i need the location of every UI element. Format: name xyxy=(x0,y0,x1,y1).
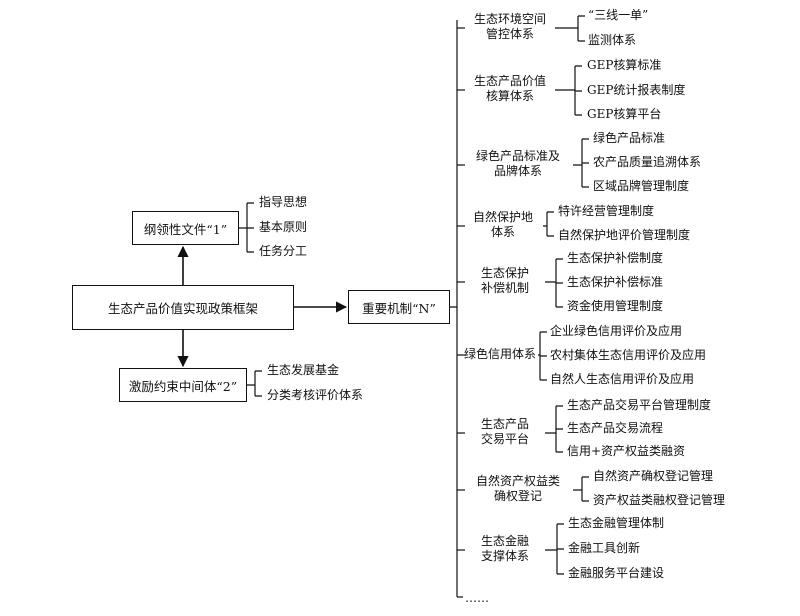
mechanism-label-line: 生态环境空间 xyxy=(473,12,546,26)
mechanism-item: 金融工具创新 xyxy=(568,541,641,555)
mechanism-label: 生态产品价值 核算体系 xyxy=(465,74,555,104)
mechanism-items-bracket-2 xyxy=(573,138,589,188)
mechanism-items-bracket-5 xyxy=(538,331,547,381)
mechanism-label-line: 管控体系 xyxy=(485,27,534,41)
branch-bottom-label: 激励约束中间体“2” xyxy=(128,378,238,394)
branch-bottom-connector xyxy=(247,370,262,397)
mechanism-label: 生态金融 支撑体系 xyxy=(465,534,545,564)
mechanism-item: 自然资产确权登记管理 xyxy=(593,469,714,483)
mechanism-label-line: 确权登记 xyxy=(493,489,542,503)
mechanism-item: 自然保护地评价管理制度 xyxy=(558,228,691,242)
mechanism-items-bracket-7 xyxy=(573,476,589,502)
mechanism-items-bracket-0 xyxy=(555,15,585,42)
branch-top-child: 基本原则 xyxy=(259,220,308,234)
mechanism-label: 生态环境空间 管控体系 xyxy=(465,12,555,42)
mechanism-label: 绿色产品标准及 品牌体系 xyxy=(463,149,573,179)
mechanism-label-line: 生态产品价值 xyxy=(473,74,546,88)
mechanism-item: 自然人生态信用评价及应用 xyxy=(550,372,695,386)
mechanism-trunk xyxy=(450,20,458,597)
mechanism-label-line: 支撑体系 xyxy=(480,549,529,563)
mechanism-label: 绿色信用体系 xyxy=(462,347,538,362)
mechanism-item: 特许经营管理制度 xyxy=(558,204,655,218)
mechanism-item: 生态产品交易平台管理制度 xyxy=(567,398,712,412)
mechanism-item: 企业绿色信用评价及应用 xyxy=(550,324,683,338)
mechanism-label-line: 自然资产权益类 xyxy=(475,474,560,488)
mechanism-label-line: 补偿机制 xyxy=(480,281,529,295)
branch-right-box: 重要机制“N” xyxy=(348,290,450,324)
mechanism-item: 资金使用管理制度 xyxy=(567,299,664,313)
mechanism-label-line: 生态金融 xyxy=(480,534,529,548)
mechanism-items-bracket-3 xyxy=(543,211,554,237)
mechanism-label: 生态产品 交易平台 xyxy=(465,417,545,447)
mechanism-label: 自然保护地 体系 xyxy=(463,210,543,240)
ellipsis-label: …… xyxy=(465,591,489,605)
mechanism-item: 生态保护补偿制度 xyxy=(567,251,664,265)
mechanism-label-line: 体系 xyxy=(490,225,515,239)
mechanism-item: 生态产品交易流程 xyxy=(567,421,664,435)
branch-top-child: 任务分工 xyxy=(259,244,308,258)
mechanism-label-line: 核算体系 xyxy=(485,89,534,103)
root-box: 生态产品价值实现政策框架 xyxy=(72,285,294,330)
mechanism-item: 监测体系 xyxy=(588,33,637,47)
mechanism-item: 区域品牌管理制度 xyxy=(593,179,690,193)
branch-right-label: 重要机制“N” xyxy=(362,300,436,316)
mechanism-label-line: 自然保护地 xyxy=(472,210,533,224)
mechanism-label-line: 交易平台 xyxy=(480,432,529,446)
mechanism-item: GEP核算标准 xyxy=(587,58,662,72)
mechanism-items-bracket-8 xyxy=(545,523,564,575)
mechanism-label-line: 绿色信用体系 xyxy=(463,347,536,361)
mechanism-items-bracket-4 xyxy=(545,258,563,308)
mechanism-item: 农产品质量追溯体系 xyxy=(593,155,702,169)
mechanism-item: 金融服务平台建设 xyxy=(568,566,665,580)
mechanism-label: 生态保护 补偿机制 xyxy=(465,266,545,296)
mechanism-item: 生态金融管理体制 xyxy=(568,516,665,530)
branch-bottom-box: 激励约束中间体“2” xyxy=(119,368,247,402)
branch-top-connector xyxy=(239,202,254,253)
mechanism-label-line: 生态产品 xyxy=(480,417,529,431)
root-label: 生态产品价值实现政策框架 xyxy=(107,301,258,316)
mechanism-label-line: 生态保护 xyxy=(480,266,529,280)
mechanism-item: 资产权益类融权登记管理 xyxy=(593,493,726,507)
branch-top-box: 纲领性文件“1” xyxy=(132,211,239,245)
mechanism-item: 绿色产品标准 xyxy=(593,131,666,145)
branch-top-child: 指导思想 xyxy=(259,195,308,209)
branch-bottom-child: 分类考核评价体系 xyxy=(267,388,364,402)
mechanism-item: 信用+资产权益类融资 xyxy=(567,444,686,458)
mechanism-item: 生态保护补偿标准 xyxy=(567,275,664,289)
mechanism-item: GEP统计报表制度 xyxy=(587,83,686,97)
mechanism-item: “三线一单” xyxy=(588,8,649,22)
mechanism-label-line: 绿色产品标准及 xyxy=(475,149,560,163)
mechanism-items-bracket-1 xyxy=(555,65,582,116)
mechanism-items-bracket-6 xyxy=(545,405,563,453)
mechanism-item: 农村集体生态信用评价及应用 xyxy=(550,348,707,362)
mechanism-label: 自然资产权益类 确权登记 xyxy=(463,474,573,504)
mechanism-item: GEP核算平台 xyxy=(587,107,662,121)
branch-top-label: 纲领性文件“1” xyxy=(143,221,228,237)
mechanism-label-line: 品牌体系 xyxy=(493,164,542,178)
branch-bottom-child: 生态发展基金 xyxy=(267,363,340,377)
